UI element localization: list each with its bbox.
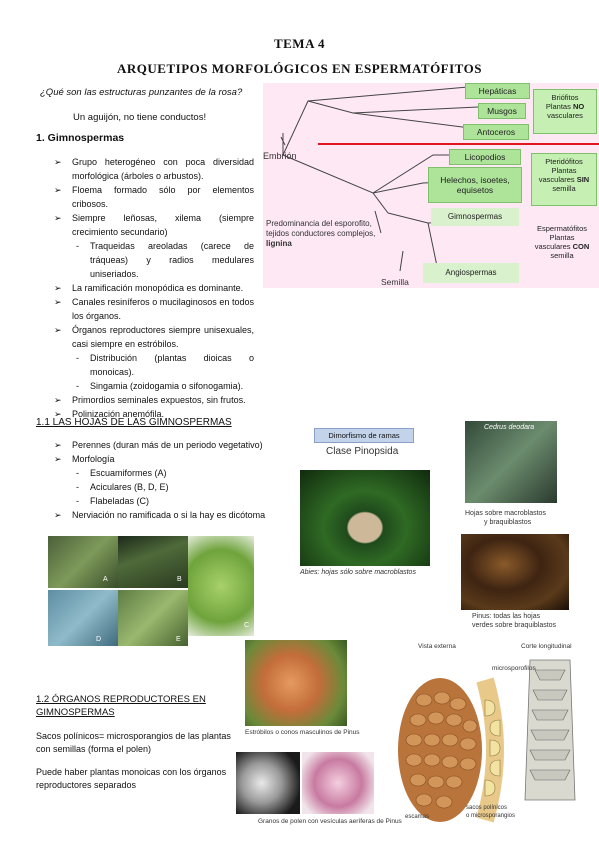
bullet-item: Morfología [54, 452, 304, 466]
photo-polen-sem [236, 752, 300, 814]
label-pteridofitos: Pteridófitos Plantas vasculares SIN semi… [531, 153, 597, 206]
dash-item: Singamia (zoidogamia o sifonogamia). [54, 379, 254, 393]
photo-polen-section [302, 752, 374, 814]
paragraph-monoicas: Puede haber plantas monoicas con los órg… [36, 767, 227, 790]
group-musgos: Musgos [478, 103, 526, 119]
section-heading-hojas: 1.1 LAS HOJAS DE LAS GIMNOSPERMAS [36, 417, 232, 428]
letter-a: A [103, 576, 108, 583]
bullet-item: Órganos reproductores siempre unisexuale… [54, 323, 254, 351]
caption-corte: Corte longitudinal [521, 643, 572, 650]
label-predominancia: Predominancia del esporofito, tejidos co… [266, 219, 376, 248]
photo-estrobilos [245, 640, 347, 726]
photo-leaf-c [188, 536, 254, 636]
caption-polen: Granos de polen con vesículas aeríferas … [258, 818, 402, 825]
caption-cedrus-2: y braquiblastos [484, 519, 532, 526]
bullet-item: Grupo heterogéneo con poca diversidad mo… [54, 155, 254, 183]
caption-sacos-1: sacos polínicos [466, 805, 508, 811]
photo-leaf-e [118, 590, 188, 646]
group-helechos: Helechos, isoetes, equisetos [428, 167, 522, 203]
bullet-item: Canales resiníferos o mucilaginosos en t… [54, 295, 254, 323]
letter-d: D [96, 636, 102, 643]
photo-leaf-b [118, 536, 188, 588]
group-angiospermas: Angiospermas [423, 263, 519, 283]
bullet-item: Perennes (duran más de un periodo vegeta… [54, 438, 304, 452]
label-embrion: Embrión [263, 151, 297, 161]
phylogeny-lines [280, 86, 599, 274]
caption-pinus-2: verdes sobre braquiblastos [472, 622, 557, 629]
cone-illustration [398, 659, 576, 823]
dash-item: Traqueidas areoladas (carece de tráqueas… [54, 239, 254, 281]
caption-microsporofilos: microsporofilos [492, 665, 536, 672]
caption-sacos-2: o microsporangios [466, 813, 516, 819]
intro-question: ¿Qué son las estructuras punzantes de la… [40, 87, 243, 98]
caption-cedrus-1: Hojas sobre macroblastos [465, 510, 546, 517]
letter-e: E [176, 636, 181, 643]
dimorfismo-label: Dimorfismo de ramas [314, 428, 414, 443]
section-heading-gimnospermas: 1. Gimnospermas [36, 132, 125, 144]
photo-cedrus [465, 421, 557, 503]
bullet-item: La ramificación monopódica es dominante. [54, 281, 254, 295]
dash-item: Distribución (plantas dioicas o monoicas… [54, 351, 254, 379]
bullet-item: Primordios seminales expuestos, sin frut… [54, 393, 254, 407]
group-antoceros: Antoceros [463, 124, 529, 140]
caption-estrobilos: Estróbilos o conos masculinos de Pinus [245, 729, 360, 736]
group-gimnospermas: Gimnospermas [431, 208, 519, 226]
dash-item: Aciculares (B, D, E) [54, 480, 304, 494]
bullet-item: Polinización anemófila. [54, 407, 254, 421]
hojas-list: Perennes (duran más de un periodo vegeta… [54, 438, 304, 522]
photo-leaf-a [48, 536, 118, 588]
letter-b: B [177, 576, 182, 583]
dash-item: Escuamiformes (A) [54, 466, 304, 480]
bullet-item: Nerviación no ramificada o si la hay es … [54, 508, 304, 522]
label-semilla: Semilla [381, 277, 409, 287]
group-licopodios: Licopodios [449, 149, 521, 165]
phylogeny-diagram: Hepáticas Musgos Antoceros Briófitos Pla… [263, 83, 599, 288]
clase-pinopsida: Clase Pinopsida [326, 446, 399, 457]
letter-c: C [244, 622, 250, 629]
bullet-item: Floema formado sólo por elementos cribos… [54, 183, 254, 211]
photo-pinus [461, 534, 569, 610]
paragraph-sacos: Sacos polínicos= microsporangios de las … [36, 731, 231, 754]
page-title: ARQUETIPOS MORFOLÓGICOS EN ESPERMATÓFITO… [117, 61, 482, 76]
label-espermatofitos: Espermatófitos Plantas vasculares CON se… [529, 221, 595, 274]
caption-vista-externa: Vista externa [418, 643, 456, 650]
bullet-item: Siempre leñosas, xilema (siempre crecimi… [54, 211, 254, 239]
caption-pinus-1: Pinus: todas las hojas [472, 613, 541, 620]
gimnospermas-list: Grupo heterogéneo con poca diversidad mo… [54, 155, 254, 421]
dash-item: Flabeladas (C) [54, 494, 304, 508]
intro-answer: Un aguijón, no tiene conductos! [73, 112, 207, 123]
caption-cedrus-title: Cedrus deodara [484, 424, 535, 431]
caption-escamas: escamas [405, 814, 430, 820]
caption-abies: Abies: hojas sólo sobre macroblastos [300, 569, 416, 576]
photo-leaf-d [48, 590, 118, 646]
photo-abies [300, 470, 430, 566]
group-hepaticas: Hepáticas [465, 83, 530, 99]
label-briofitos: Briófitos Plantas NO vasculares [533, 89, 597, 134]
topic-number: TEMA 4 [273, 36, 326, 51]
